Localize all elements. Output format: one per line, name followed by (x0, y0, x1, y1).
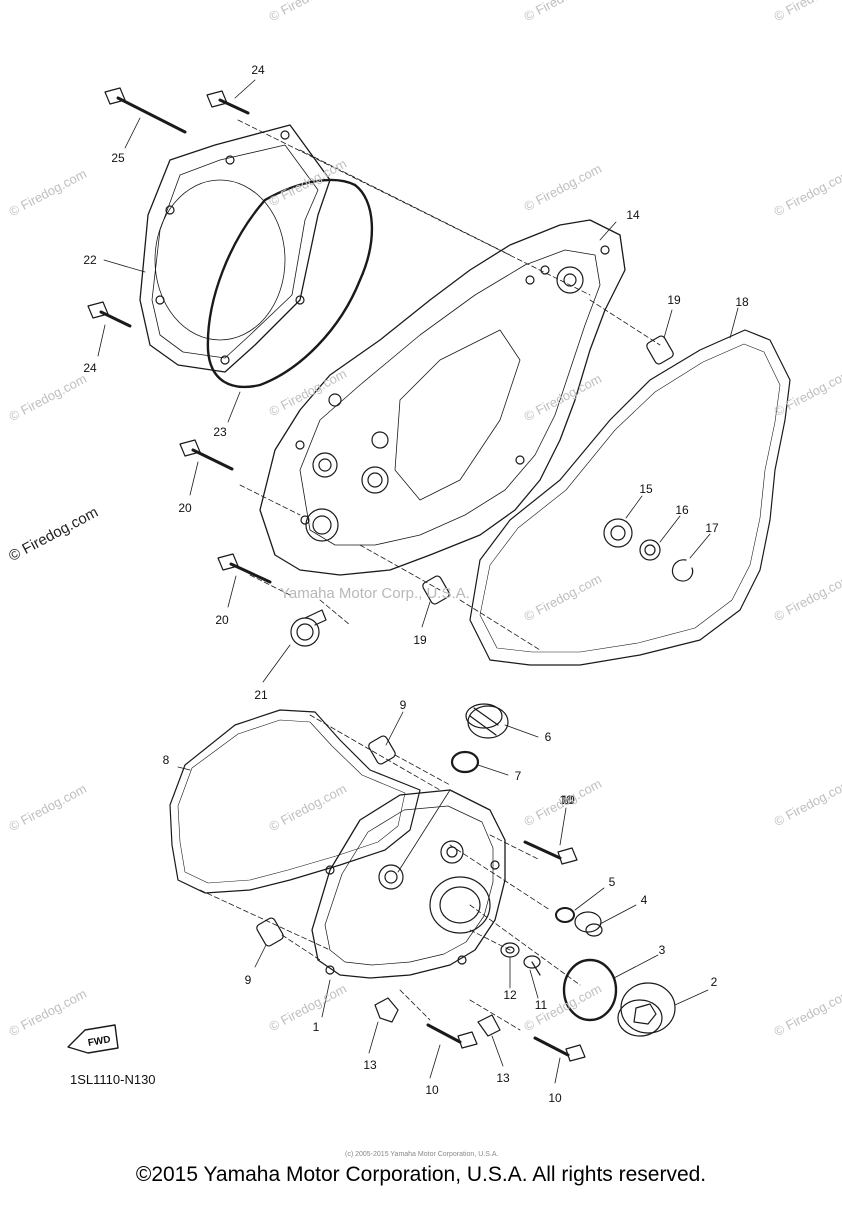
part-callout: 5 (608, 875, 616, 889)
bolt-24-top (206, 90, 250, 115)
part-callout: 1 (312, 1020, 320, 1034)
cap-6 (465, 703, 509, 739)
diagram-code: 1SL1110-N130 (70, 1072, 156, 1087)
plug-2 (617, 982, 676, 1037)
part-callout: 7 (514, 769, 522, 783)
fwd-label: FWD (87, 1034, 111, 1049)
leader-lines (97, 79, 739, 1084)
plug-4 (574, 911, 603, 937)
dowel-19-lower (422, 575, 450, 605)
seal-15 (603, 518, 633, 548)
gasket-18-inner (479, 343, 781, 653)
bolt-20-upper (179, 439, 234, 471)
part-callout: 19 (667, 293, 681, 307)
o-ring-3 (562, 958, 618, 1022)
part-callout: 21 (254, 688, 268, 702)
part-callout: 13 (496, 1071, 510, 1085)
bolt-20-lower (217, 553, 272, 584)
part-callout: 3 (658, 943, 666, 957)
part-callout: 25 (111, 151, 125, 165)
part-callout: 20 (215, 613, 229, 627)
part-callout: 19 (413, 633, 427, 647)
circlip-17 (671, 559, 694, 582)
bolt-10-lower-left (426, 1023, 478, 1049)
part-callout: 4 (640, 893, 648, 907)
bolt-10-lower-right (533, 1036, 586, 1062)
alignment-lines (199, 119, 661, 1031)
washer-16 (639, 539, 661, 561)
cover-22 (139, 124, 331, 373)
part-callout: 2 (710, 975, 718, 989)
part-callout: 8 (162, 753, 170, 767)
part-callout: 9 (399, 698, 407, 712)
part-callout: 24 (251, 63, 265, 77)
o-ring-7 (450, 750, 480, 774)
part-callout: 20 (178, 501, 192, 515)
part-callout: 12 (503, 988, 517, 1002)
part-callout: 10 (561, 793, 575, 807)
clamp-21 (290, 609, 327, 647)
bolt-10-right (523, 840, 578, 865)
part-callout: 13 (363, 1058, 377, 1072)
part-callout: 24 (83, 361, 97, 375)
part-callout: 14 (626, 208, 640, 222)
bolt-25 (104, 87, 187, 134)
part-callout: 6 (544, 730, 552, 744)
dowel-9-upper (368, 735, 396, 765)
part-callout: 10 (425, 1083, 439, 1097)
part-callout: 23 (213, 425, 227, 439)
part-callout: 22 (83, 253, 97, 267)
watermark-center: Yamaha Motor Corp., U.S.A. (280, 585, 470, 602)
dowel-19-upper (646, 335, 674, 365)
part-callout: 15 (639, 482, 653, 496)
crankcase-14 (259, 219, 626, 576)
bolt-24-side (87, 301, 132, 328)
part-callout: 17 (705, 521, 719, 535)
fine-print: (c) 2005-2015 Yamaha Motor Corporation, … (345, 1151, 499, 1158)
clip-13-right (477, 1014, 501, 1037)
fwd-arrow-icon (67, 1024, 119, 1054)
part-callout: 9 (244, 973, 252, 987)
cover-1 (311, 789, 506, 979)
bolt-11 (523, 955, 541, 976)
part-callout: 18 (735, 295, 749, 309)
part-callout: 10 (548, 1091, 562, 1105)
gasket-8 (169, 709, 421, 894)
dowel-9-lower (256, 917, 284, 947)
clip-13-left (374, 997, 399, 1023)
fwd-label-svg: FWD (87, 1034, 111, 1049)
washer-12 (500, 942, 520, 958)
gasket-23 (206, 178, 374, 389)
gasket-18 (469, 329, 791, 666)
gasket-8-inner (177, 719, 406, 884)
part-callout: 11 (534, 998, 548, 1012)
copyright-footer: ©2015 Yamaha Motor Corporation, U.S.A. A… (135, 1163, 707, 1186)
part-callout: 16 (675, 503, 689, 517)
o-ring-5 (555, 907, 575, 923)
part-callout: 10 (559, 793, 573, 807)
